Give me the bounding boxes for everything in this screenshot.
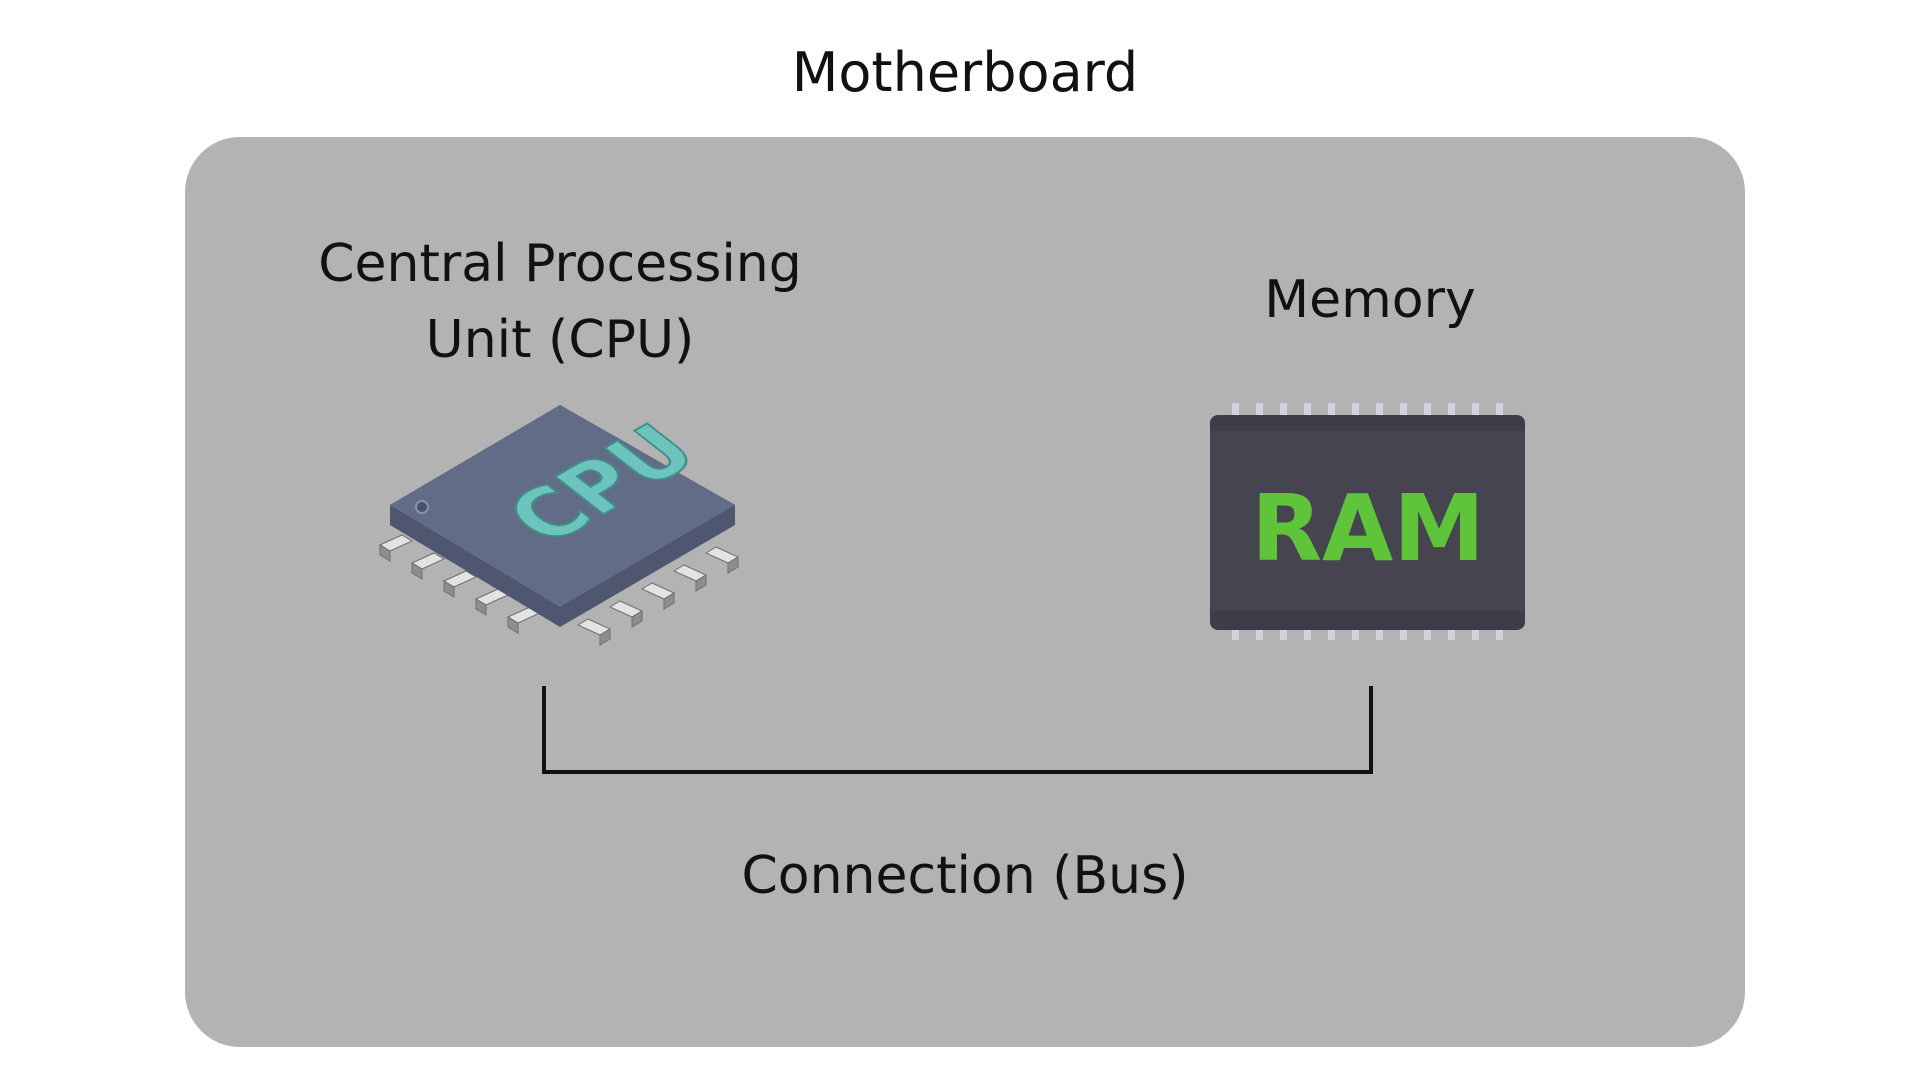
memory-label: Memory xyxy=(1264,270,1476,330)
cpu-label-line1: Central Processing xyxy=(318,234,802,294)
ram-pins-top xyxy=(1232,403,1503,423)
ram-chip-face xyxy=(1210,431,1525,611)
cpu-chip-icon: CPU xyxy=(378,405,740,646)
cpu-label: Central Processing Unit (CPU) xyxy=(240,226,880,378)
bus-label: Connection (Bus) xyxy=(741,846,1189,906)
cpu-chip-top xyxy=(390,405,735,607)
cpu-label-line2: Unit (CPU) xyxy=(425,310,695,370)
cpu-notch-icon xyxy=(415,500,429,514)
bus-connector-line xyxy=(542,686,1373,774)
ram-chip-icon: RAM xyxy=(1210,403,1525,640)
cpu-pins-left xyxy=(378,534,542,634)
diagram-title: Motherboard xyxy=(791,41,1139,104)
ram-chip-text: RAM xyxy=(1251,475,1485,582)
cpu-pins-right xyxy=(576,546,740,646)
